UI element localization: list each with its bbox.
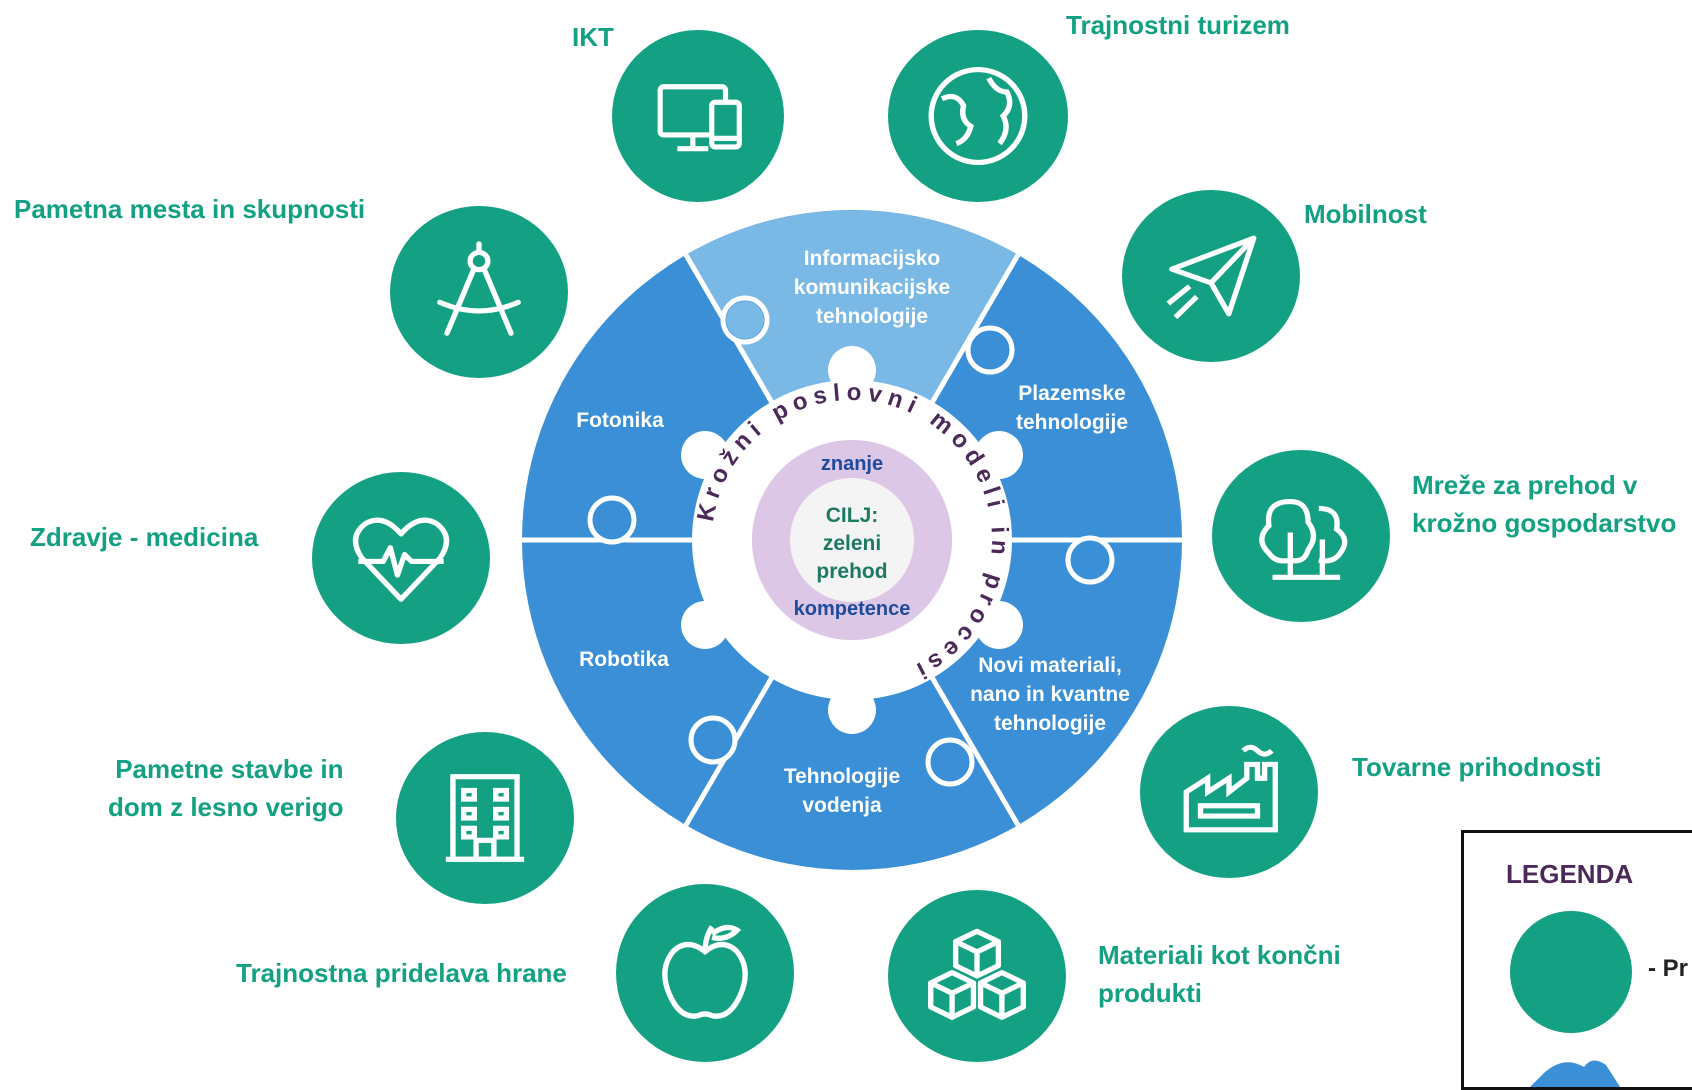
legend-item-text: - Pr	[1648, 955, 1689, 982]
legend-teal-circle	[1510, 911, 1632, 1033]
apple-icon	[662, 924, 748, 1019]
legend-box: LEGENDA - Pr	[1461, 830, 1692, 1090]
building-icon	[445, 774, 525, 862]
segment-label-robotika: Robotika	[579, 648, 669, 671]
heart-pulse-icon	[352, 517, 450, 602]
segment-label-ikt: Informacijsko komunikacijske tehnologije	[794, 247, 950, 328]
materiali-circle[interactable]	[888, 890, 1066, 1062]
ikt-circle[interactable]	[612, 30, 784, 202]
label-tovarne: Tovarne prihodnosti	[1352, 752, 1602, 782]
label-hrana: Trajnostna pridelava hrane	[236, 958, 567, 988]
paper-plane-icon	[1166, 235, 1257, 320]
trajnostni-turizem-circle[interactable]	[888, 30, 1068, 202]
compass-icon	[437, 241, 521, 336]
label-materiali-line1: Materiali kot končni	[1098, 940, 1341, 970]
label-mobilnost: Mobilnost	[1304, 199, 1427, 229]
label-trajnostni-turizem: Trajnostni turizem	[1066, 10, 1290, 40]
label-zdravje: Zdravje - medicina	[30, 522, 259, 552]
segment-label-line: Robotika	[579, 648, 669, 671]
segment-label-novi-materiali: Novi materiali, nano in kvantne tehnologij…	[970, 654, 1130, 735]
diagram-stage: Krožni poslovni modeli in procesi znanje…	[14, 10, 1692, 1090]
segment-label-line: Informacijsko	[804, 247, 941, 270]
segment-label-line: vodenja	[802, 794, 882, 817]
segment-label-line: Novi materiali,	[978, 654, 1122, 677]
zdravje-circle[interactable]	[312, 472, 490, 644]
trees-icon	[1259, 499, 1348, 580]
label-stavbe: Pametne stavbe in dom z lesno verigo	[108, 750, 344, 826]
segment-label-line: tehnologije	[1016, 411, 1128, 434]
factory-icon	[1183, 744, 1278, 833]
goal-core	[790, 478, 914, 602]
mreze-circle[interactable]	[1212, 450, 1390, 622]
knob-cover	[593, 301, 1109, 781]
center-line2: zeleni	[823, 532, 881, 555]
hrana-circle[interactable]	[616, 884, 794, 1062]
globe-icon	[928, 66, 1028, 166]
center-goal: CILJ:	[826, 504, 879, 527]
label-stavbe-line1: Pametne stavbe in	[115, 754, 344, 784]
label-ikt: IKT	[572, 22, 614, 52]
computer-devices-icon	[657, 84, 742, 152]
label-mreze-line2: krožno gospodarstvo	[1412, 508, 1677, 538]
mesta-circle[interactable]	[390, 206, 568, 378]
segment-label-line: komunikacijske	[794, 276, 950, 299]
puzzle-wheel: Krožni poslovni modeli in procesi znanje…	[522, 210, 1182, 870]
segment-label-line: Tehnologije	[784, 765, 900, 788]
stavbe-circle[interactable]	[396, 732, 574, 904]
segment-label-line: Fotonika	[576, 409, 664, 432]
center-line3: prehod	[816, 560, 887, 583]
legend-title: LEGENDA	[1506, 859, 1634, 889]
segment-label-line: tehnologije	[816, 305, 928, 328]
tovarne-circle[interactable]	[1140, 706, 1318, 878]
cubes-icon	[928, 928, 1026, 1020]
center-top-word: znanje	[821, 453, 883, 475]
label-materiali: Materiali kot končni produkti	[1098, 936, 1341, 1012]
label-mreze: Mreže za prehod v krožno gospodarstvo	[1412, 466, 1676, 542]
segment-label-line: nano in kvantne	[970, 683, 1130, 706]
mobilnost-circle[interactable]	[1122, 190, 1300, 362]
segment-label-plazemske: Plazemske tehnologije	[1016, 382, 1128, 434]
segment-label-tehnologije-vodenja: Tehnologije vodenja	[784, 765, 900, 817]
segment-label-line: Plazemske	[1018, 382, 1125, 405]
label-mreze-line1: Mreže za prehod v	[1412, 470, 1638, 500]
segment-label-fotonika: Fotonika	[576, 409, 664, 432]
label-materiali-line2: produkti	[1098, 978, 1202, 1008]
center-bottom-word: kompetence	[794, 598, 911, 620]
label-stavbe-line2: dom z lesno verigo	[108, 792, 344, 822]
label-mesta: Pametna mesta in skupnosti	[14, 194, 366, 224]
segment-label-line: tehnologije	[994, 712, 1106, 735]
